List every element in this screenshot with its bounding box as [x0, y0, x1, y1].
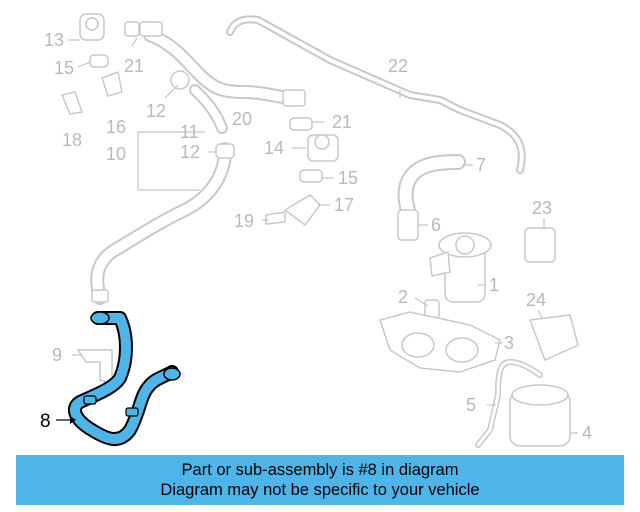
banner-line-1: Part or sub-assembly is #8 in diagram: [181, 461, 459, 479]
callout-20: 20: [232, 109, 252, 129]
callout-17: 17: [334, 195, 354, 215]
part-8-hose-highlighted: [67, 311, 181, 446]
callout-23: 23: [532, 198, 552, 218]
callout-labels: 13 15 21 16 18 12 11 10 12 20 21 14 15 1…: [40, 30, 592, 443]
callout-22: 22: [388, 56, 408, 76]
callout-13: 13: [44, 30, 64, 50]
callout-3: 3: [504, 333, 514, 353]
part-9-bracket: [76, 349, 113, 386]
callout-1: 1: [489, 275, 499, 295]
banner-line-2: Diagram may not be specific to your vehi…: [160, 481, 480, 499]
callout-5: 5: [466, 395, 476, 415]
callout-21-upper: 21: [124, 56, 144, 76]
callout-10: 10: [106, 144, 126, 164]
callout-21-lower: 21: [332, 112, 352, 132]
callout-7: 7: [476, 155, 486, 175]
callout-15-lower: 15: [338, 168, 358, 188]
leader-lines: [56, 37, 578, 434]
callout-19: 19: [234, 211, 254, 231]
callout-15-upper: 15: [54, 58, 74, 78]
callout-4: 4: [582, 423, 592, 443]
callout-18: 18: [62, 130, 82, 150]
part-7-hose: [397, 154, 466, 218]
callout-12-lower: 12: [180, 142, 200, 162]
part-23-24: [524, 227, 579, 362]
parts-diagram: 13 15 21 16 18 12 11 10 12 20 21 14 15 1…: [40, 13, 592, 448]
callout-11: 11: [180, 122, 199, 142]
part-22-line: [226, 15, 526, 174]
callout-6: 6: [431, 215, 441, 235]
callout-14: 14: [264, 138, 284, 158]
part-pump-group: [397, 209, 492, 303]
callout-9: 9: [52, 345, 62, 365]
part-4-5: [475, 359, 571, 448]
callout-24: 24: [526, 290, 546, 310]
small-parts-top-left: [60, 13, 235, 159]
callout-8-highlighted: 8: [40, 411, 51, 432]
part-3-bracket: [379, 311, 501, 373]
small-parts-middle: [265, 117, 339, 227]
callout-12-upper: 12: [146, 101, 166, 121]
callout-16: 16: [106, 117, 126, 137]
callout-2: 2: [398, 287, 408, 307]
hose-upper-assembly: [90, 21, 306, 305]
part-info-banner: Part or sub-assembly is #8 in diagram Di…: [16, 455, 624, 505]
